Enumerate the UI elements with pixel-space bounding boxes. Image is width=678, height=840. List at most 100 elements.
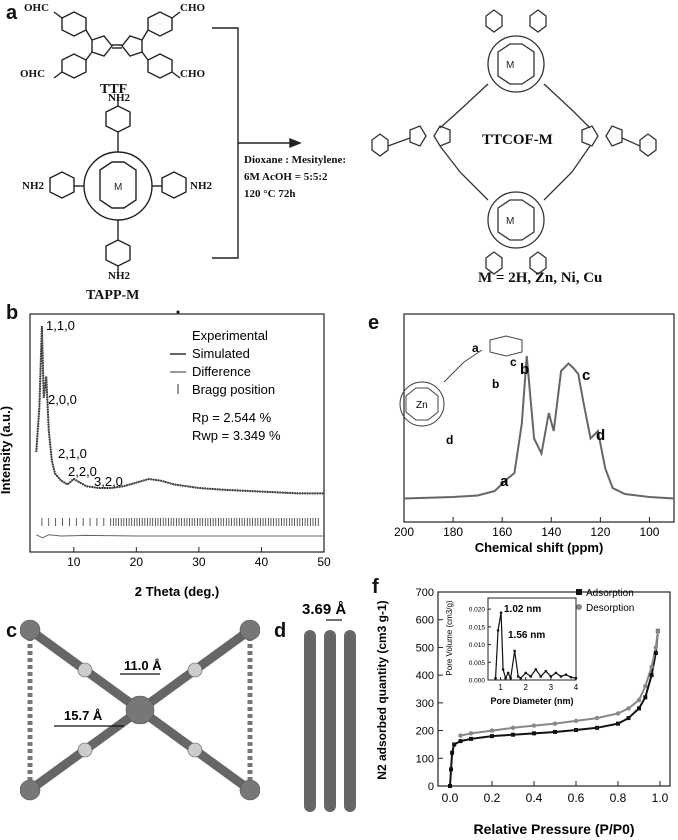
metal-legend: M = 2H, Zn, Ni, Cu [478, 270, 603, 286]
xrd-x-tick-label: 10 [67, 555, 81, 569]
nmr-struct-zn: Zn [416, 400, 428, 411]
stacking-view-d: 3.69 Å [302, 601, 356, 812]
inset-point [534, 668, 538, 671]
legend-desorption-marker [576, 604, 582, 610]
inset-point [501, 668, 505, 671]
desorption-point [573, 718, 579, 724]
isotherm-ylabel: N2 adsorbed quantity (cm3 g-1) [376, 600, 389, 779]
inset-point [504, 676, 507, 680]
dim-369: 3.69 Å [302, 601, 346, 618]
xrd-peak-210: 2,1,0 [58, 446, 87, 461]
tapp-metal: M [114, 182, 122, 193]
condition-line-1: Dioxane : Mesitylene: [244, 154, 347, 166]
inset-point [496, 629, 500, 632]
adsorption-point [553, 729, 557, 734]
xrd-peak-200: 2,0,0 [48, 392, 77, 407]
panel-d-label: d [274, 620, 287, 642]
panel-c-label: c [6, 620, 18, 642]
inset-point [544, 669, 548, 673]
desorption-point [653, 645, 658, 650]
tapp-amine-bottom: NH2 [108, 270, 130, 282]
adsorption-point [653, 650, 658, 655]
inset-point [524, 671, 528, 675]
xrd-x-tick-label: 50 [317, 555, 331, 569]
nmr-x-tick-label: 140 [541, 525, 561, 539]
stacked-layers [304, 630, 356, 812]
framework-lattice [20, 619, 260, 801]
ttf-name: TTF [100, 82, 128, 97]
legend-experimental-marker [176, 310, 180, 314]
inset-point [513, 649, 516, 653]
adsorption-point [643, 695, 648, 700]
panel-b-label: b [6, 302, 19, 324]
dim-11: 11.0 Å [124, 658, 162, 673]
adsorption-point [511, 732, 515, 737]
isotherm-x-tick-label: 0.4 [526, 791, 543, 805]
nmr-x-tick-label: 180 [443, 525, 463, 539]
adsorption-point [532, 731, 536, 736]
desorption-point [594, 715, 600, 721]
desorption-point [615, 711, 621, 716]
tapp-amine-left: NH2 [22, 180, 44, 192]
isotherm-y-tick-label: 600 [416, 615, 434, 627]
xrd-rp: Rp = 2.544 % [192, 410, 272, 425]
nmr-struct-c: c [510, 355, 517, 369]
adsorption-point [448, 784, 452, 788]
isotherm-x-tick-label: 0.6 [568, 791, 585, 805]
legend-simulated: Simulated [192, 346, 250, 361]
inset-x-tick-label: 2 [523, 683, 528, 692]
xrd-x-tick-label: 20 [130, 555, 144, 569]
desorption-point [489, 728, 495, 733]
ttf-cho-4: CHO [180, 68, 206, 80]
reaction-arrow [212, 27, 302, 259]
xrd-difference-series [36, 534, 324, 539]
inset-point [506, 671, 510, 675]
tapp-molecule [49, 98, 187, 272]
nmr-struct-d: d [446, 433, 453, 447]
product-metal-top: M [506, 60, 514, 71]
inset-peak-1: 1.02 nm [504, 604, 541, 615]
inset-point [509, 676, 512, 680]
isotherm-x-tick-label: 0.2 [484, 791, 501, 805]
nmr-x-tick-label: 160 [492, 525, 512, 539]
nmr-struct-b: b [492, 377, 499, 391]
inset-point [529, 675, 533, 678]
inset-x-tick-label: 4 [574, 683, 579, 692]
isotherm-frame [437, 591, 671, 787]
nmr-x-tick-label: 200 [394, 525, 414, 539]
nmr-x-tick-label: 100 [639, 525, 659, 539]
dimension-arrows [54, 673, 160, 727]
xrd-peak-110: 1,1,0 [46, 318, 75, 333]
isotherm-y-tick-label: 100 [416, 753, 434, 765]
panel-e-label: e [368, 312, 380, 334]
desorption-point [649, 664, 654, 670]
adsorption-point [626, 716, 631, 721]
isotherm-y-tick-label: 400 [416, 670, 434, 682]
inset-y-tick-label: 0.010 [469, 642, 486, 649]
inset-point [554, 671, 558, 675]
nmr-peak-c: c [582, 367, 590, 384]
xrd-simulated-series [35, 325, 324, 494]
legend-difference: Difference [192, 364, 251, 379]
inset-xlabel: Pore Diameter (nm) [490, 696, 573, 706]
adsorption-point [469, 736, 473, 741]
framework-view-c: 11.0 Å 15.7 Å [20, 619, 260, 801]
adsorption-point [490, 734, 494, 739]
panel-a-scheme: M M M [49, 9, 657, 275]
desorption-point [468, 731, 474, 736]
legend-adsorption-marker [576, 589, 582, 595]
desorption-point [655, 628, 661, 633]
nmr-x-tick-label: 120 [590, 525, 610, 539]
tapp-name: TAPP-M [86, 288, 140, 303]
tapp-amine-top: NH2 [108, 92, 130, 104]
ttf-cho-1: OHC [24, 2, 50, 14]
xrd-peak-220: 2,2,0 [68, 464, 97, 479]
inset-x-tick-label: 1 [498, 683, 503, 692]
xrd-ylabel: Intensity (a.u.) [0, 406, 13, 494]
isotherm-y-tick-label: 300 [416, 698, 434, 710]
isotherm-y-tick-label: 200 [416, 726, 434, 738]
